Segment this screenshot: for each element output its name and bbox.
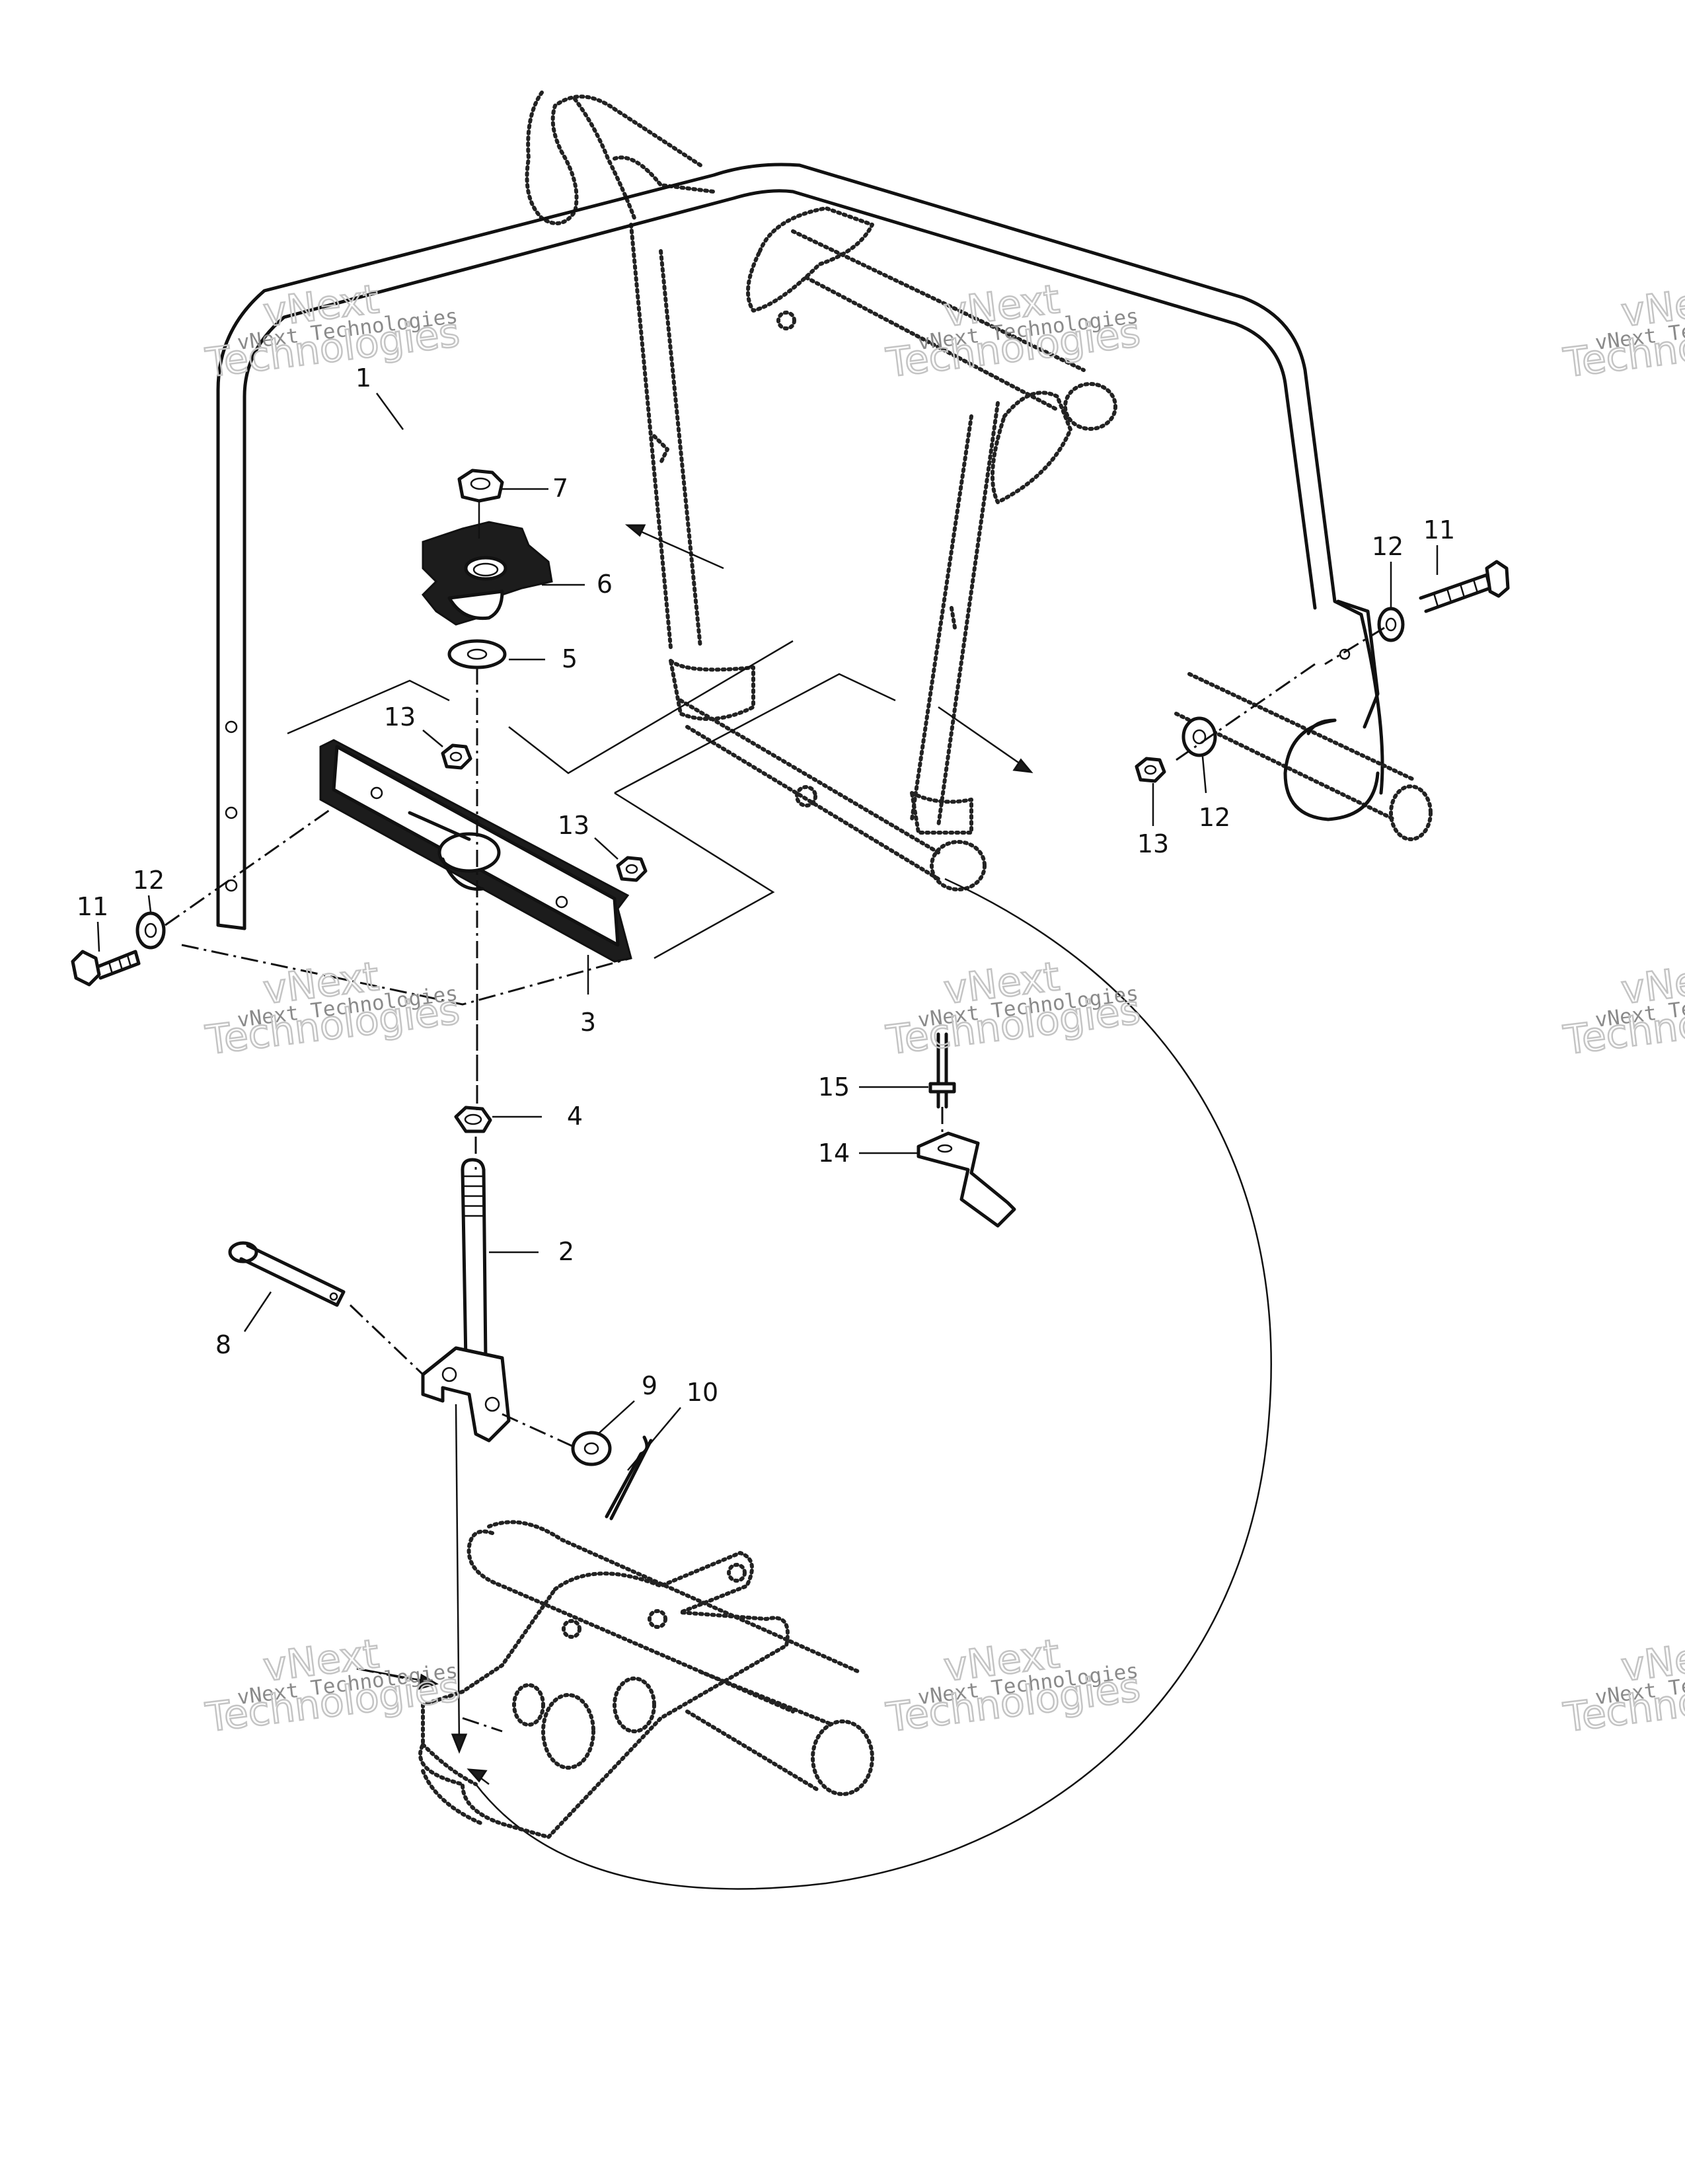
callout-6: 6 (597, 570, 613, 599)
callout-12-left: 12 (133, 866, 165, 895)
nut-13-right (1135, 757, 1166, 783)
callout-8: 8 (215, 1330, 231, 1359)
watermark-low-left: vNext vNext Technologies Technologies (202, 1630, 463, 1743)
callout-5: 5 (562, 644, 578, 673)
callout-11-right: 11 (1423, 515, 1455, 545)
washer-12-right-lower (1181, 716, 1217, 757)
callout-11-left: 11 (77, 892, 108, 921)
screw-15 (928, 1032, 956, 1109)
callout-1: 1 (356, 363, 371, 393)
main-bail-frame (216, 163, 1384, 930)
callout-3: 3 (580, 1008, 596, 1037)
watermark-low-center: vNext vNext Technologies Technologies (883, 1630, 1144, 1743)
nut-4 (454, 1106, 492, 1133)
watermark-low-right: vNext vNext Technologies Technologies (1560, 1630, 1685, 1743)
ghost-frame-structure (525, 91, 1117, 891)
callout-12-right-lower: 12 (1199, 803, 1230, 832)
washer-12-right (1377, 607, 1405, 642)
callout-9: 9 (642, 1371, 657, 1400)
callout-2: 2 (558, 1237, 574, 1266)
washer-5 (447, 639, 507, 669)
bolt-11-right (1419, 560, 1510, 613)
washer-12-left (135, 911, 166, 950)
lower-pivot-assembly (418, 1520, 874, 1839)
watermark-top-right: vNext vNext Technologies Technologies (1560, 276, 1685, 388)
watermark-top-left: vNext vNext Technologies Technologies (202, 276, 463, 388)
callout-10: 10 (687, 1378, 718, 1407)
washer-9 (571, 1431, 612, 1466)
callout-14: 14 (818, 1139, 850, 1168)
detail-outline-curve (475, 878, 1272, 1890)
callout-13-plate: 13 (558, 811, 589, 840)
clevis-to-pivot-arrow (356, 1404, 490, 1785)
bracket-14 (917, 1131, 1016, 1228)
assembly-planes (287, 640, 896, 960)
callout-13-upper: 13 (384, 702, 416, 732)
callout-13-right: 13 (1137, 829, 1169, 858)
nut-top (457, 469, 504, 503)
direction-arrows (624, 524, 1033, 773)
callout-7: 7 (552, 474, 568, 503)
watermark-mid-left: vNext vNext Technologies Technologies (202, 953, 463, 1065)
callout-15: 15 (818, 1073, 850, 1102)
callout-12-right: 12 (1372, 532, 1404, 561)
callout-4: 4 (567, 1102, 583, 1131)
nut-13a (441, 743, 472, 770)
bolt-11-left (71, 950, 141, 987)
watermark-mid-right: vNext vNext Technologies Technologies (1560, 953, 1685, 1065)
threaded-rod-clevis (421, 1158, 511, 1443)
callout-leaders (96, 393, 1439, 1471)
callout-labels: 1 7 6 5 13 13 12 11 3 4 2 8 9 10 15 14 1… (77, 363, 1455, 1407)
clevis-pin (228, 1241, 346, 1307)
nut-13b (616, 856, 648, 882)
watermark-mid-center: vNext vNext Technologies Technologies (883, 953, 1144, 1065)
slide-plate (319, 739, 632, 963)
star-knob (421, 521, 553, 626)
